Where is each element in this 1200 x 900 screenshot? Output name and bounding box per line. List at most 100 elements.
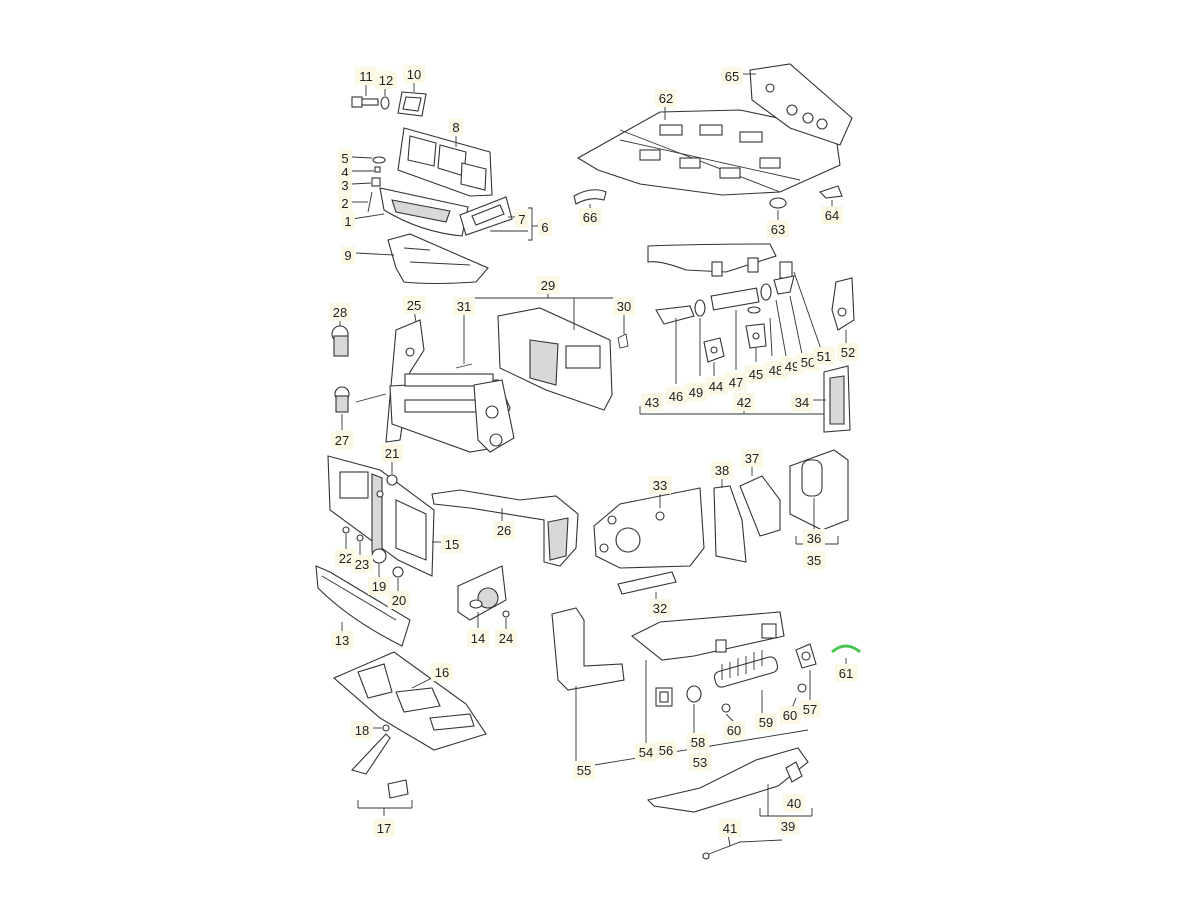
part-plug-20[interactable] — [392, 566, 404, 592]
part-skid-frame-8[interactable] — [397, 127, 493, 197]
part-bracket-7[interactable] — [459, 196, 540, 241]
callout-c19[interactable]: 19 — [368, 577, 390, 595]
callout-c47[interactable]: 47 — [725, 373, 747, 391]
callout-c23[interactable]: 23 — [351, 555, 373, 573]
part-clamp-60a[interactable] — [721, 703, 735, 723]
callout-c58[interactable]: 58 — [687, 733, 709, 751]
callout-c14[interactable]: 14 — [467, 629, 489, 647]
part-grommet-63[interactable] — [769, 197, 787, 220]
callout-c38[interactable]: 38 — [711, 461, 733, 479]
callout-c3[interactable]: 3 — [338, 176, 352, 194]
part-panel-37[interactable] — [739, 466, 781, 537]
callout-c18[interactable]: 18 — [351, 721, 373, 739]
part-spring-2[interactable] — [352, 191, 373, 213]
callout-c7[interactable]: 7 — [515, 210, 529, 228]
callout-c36[interactable]: 36 — [803, 529, 825, 547]
callout-c60a[interactable]: 60 — [723, 721, 745, 739]
callout-c12[interactable]: 12 — [375, 71, 397, 89]
callout-c24[interactable]: 24 — [495, 629, 517, 647]
part-grommet-57[interactable] — [795, 643, 817, 700]
part-bracket-52[interactable] — [831, 277, 855, 344]
part-pillar-34[interactable] — [812, 365, 851, 433]
callout-c13[interactable]: 13 — [331, 631, 353, 649]
callout-c42[interactable]: 42 — [733, 393, 755, 411]
callout-c44[interactable]: 44 — [705, 377, 727, 395]
callout-c39[interactable]: 39 — [777, 817, 799, 835]
part-screw-4[interactable] — [352, 166, 381, 173]
part-screw-22[interactable] — [342, 526, 350, 550]
callout-c54[interactable]: 54 — [635, 743, 657, 761]
part-sill-39[interactable] — [646, 747, 813, 817]
callout-c34[interactable]: 34 — [791, 393, 813, 411]
callout-c29[interactable]: 29 — [537, 276, 559, 294]
part-tube-47[interactable] — [710, 287, 760, 370]
callout-c1[interactable]: 1 — [341, 212, 355, 230]
callout-c5[interactable]: 5 — [338, 149, 352, 167]
callout-c21[interactable]: 21 — [381, 444, 403, 462]
callout-c41[interactable]: 41 — [719, 819, 741, 837]
part-floor-16[interactable] — [332, 651, 487, 751]
callout-c35[interactable]: 35 — [803, 551, 825, 569]
callout-c10[interactable]: 10 — [403, 65, 425, 83]
callout-c30[interactable]: 30 — [613, 297, 635, 315]
part-clip-61[interactable] — [831, 644, 861, 666]
part-clip-30[interactable] — [617, 312, 629, 349]
part-grease-fitting-27[interactable] — [334, 386, 387, 430]
part-panel-13[interactable] — [315, 565, 411, 647]
callout-c66[interactable]: 66 — [579, 208, 601, 226]
part-mount-56[interactable] — [655, 687, 673, 707]
callout-c2[interactable]: 2 — [338, 194, 352, 212]
part-bush-58[interactable] — [686, 685, 702, 734]
callout-c59[interactable]: 59 — [755, 713, 777, 731]
callout-c17[interactable]: 17 — [373, 819, 395, 837]
callout-c37[interactable]: 37 — [741, 449, 763, 467]
part-crossmember-65[interactable] — [742, 63, 853, 146]
part-bracket-51[interactable] — [793, 271, 823, 353]
callout-c55[interactable]: 55 — [573, 761, 595, 779]
part-rod-41[interactable] — [702, 833, 783, 860]
part-plug-21[interactable] — [386, 458, 398, 486]
callout-c31[interactable]: 31 — [453, 297, 475, 315]
part-axle-beam-25[interactable] — [385, 309, 515, 453]
part-panel-38[interactable] — [713, 478, 747, 563]
callout-c27[interactable]: 27 — [331, 431, 353, 449]
callout-c45[interactable]: 45 — [745, 365, 767, 383]
callout-c56[interactable]: 56 — [655, 741, 677, 759]
callout-c9[interactable]: 9 — [341, 246, 355, 264]
part-plug-19[interactable] — [371, 548, 387, 578]
part-bolt-11[interactable] — [351, 82, 379, 108]
part-hose-59[interactable] — [713, 650, 779, 716]
callout-c25[interactable]: 25 — [403, 296, 425, 314]
callout-c61[interactable]: 61 — [835, 664, 857, 682]
part-cap-50[interactable] — [773, 261, 803, 355]
part-pin-31[interactable] — [455, 312, 473, 369]
part-ring-49a[interactable] — [694, 299, 706, 376]
part-quarter-36[interactable] — [789, 449, 849, 545]
part-strap-17[interactable] — [350, 733, 413, 816]
callout-c43[interactable]: 43 — [641, 393, 663, 411]
callout-c6[interactable]: 6 — [538, 218, 552, 236]
part-nut-24[interactable] — [502, 610, 510, 630]
part-floor-pan-62[interactable] — [576, 104, 841, 196]
part-strip-32[interactable] — [617, 571, 677, 600]
callout-c11[interactable]: 11 — [355, 67, 377, 85]
callout-c33[interactable]: 33 — [649, 476, 671, 494]
part-grease-fitting-28[interactable] — [331, 318, 349, 357]
part-bracket-10[interactable] — [397, 80, 427, 117]
callout-c57[interactable]: 57 — [799, 700, 821, 718]
callout-c15[interactable]: 15 — [441, 535, 463, 553]
part-bush-48[interactable] — [747, 306, 773, 357]
callout-c16[interactable]: 16 — [431, 663, 453, 681]
callout-c8[interactable]: 8 — [449, 118, 463, 136]
callout-c52[interactable]: 52 — [837, 343, 859, 361]
callout-c32[interactable]: 32 — [649, 599, 671, 617]
part-bracket-29[interactable] — [455, 290, 631, 411]
callout-c51[interactable]: 51 — [813, 347, 835, 365]
callout-c49a[interactable]: 49 — [685, 383, 707, 401]
part-screw-23[interactable] — [356, 534, 364, 556]
callout-c28[interactable]: 28 — [329, 303, 351, 321]
callout-c60b[interactable]: 60 — [779, 706, 801, 724]
part-skid-plate-1[interactable] — [351, 187, 469, 237]
callout-c62[interactable]: 62 — [655, 89, 677, 107]
callout-c40[interactable]: 40 — [783, 794, 805, 812]
